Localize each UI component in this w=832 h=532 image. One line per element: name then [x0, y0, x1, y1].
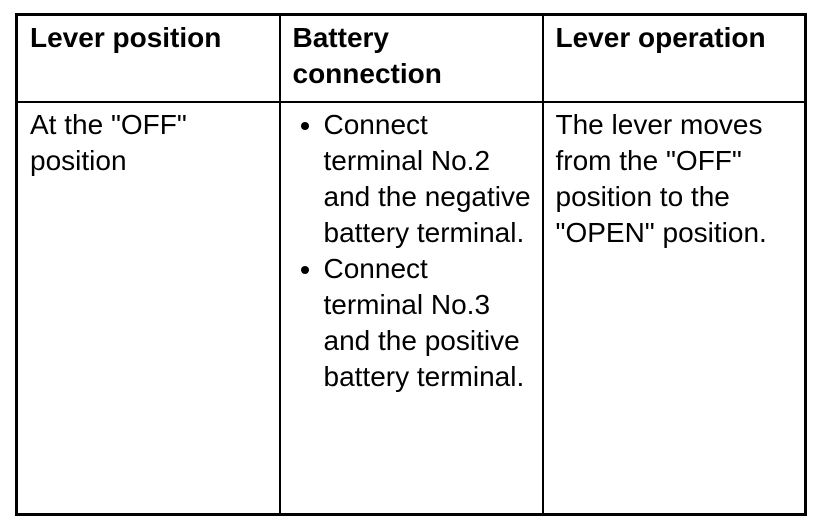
- cell-lever-position: At the "OFF" position: [15, 100, 281, 516]
- table-header-row: Lever position Battery connection Lever …: [15, 13, 807, 103]
- header-lever-position: Lever position: [15, 13, 281, 103]
- cell-battery-connection: Connect terminal No.2 and the negative b…: [278, 100, 544, 516]
- table-row: At the "OFF" position Connect terminal N…: [15, 100, 807, 516]
- header-battery-connection: Battery connection: [278, 13, 544, 103]
- cell-lever-operation: The lever moves from the "OFF" position …: [541, 100, 807, 516]
- battery-connection-list: Connect terminal No.2 and the negative b…: [293, 107, 532, 395]
- lever-operation-table: Lever position Battery connection Lever …: [15, 13, 807, 516]
- battery-connection-step: Connect terminal No.3 and the positive b…: [324, 251, 532, 395]
- battery-connection-step: Connect terminal No.2 and the negative b…: [324, 107, 532, 251]
- header-lever-operation: Lever operation: [541, 13, 807, 103]
